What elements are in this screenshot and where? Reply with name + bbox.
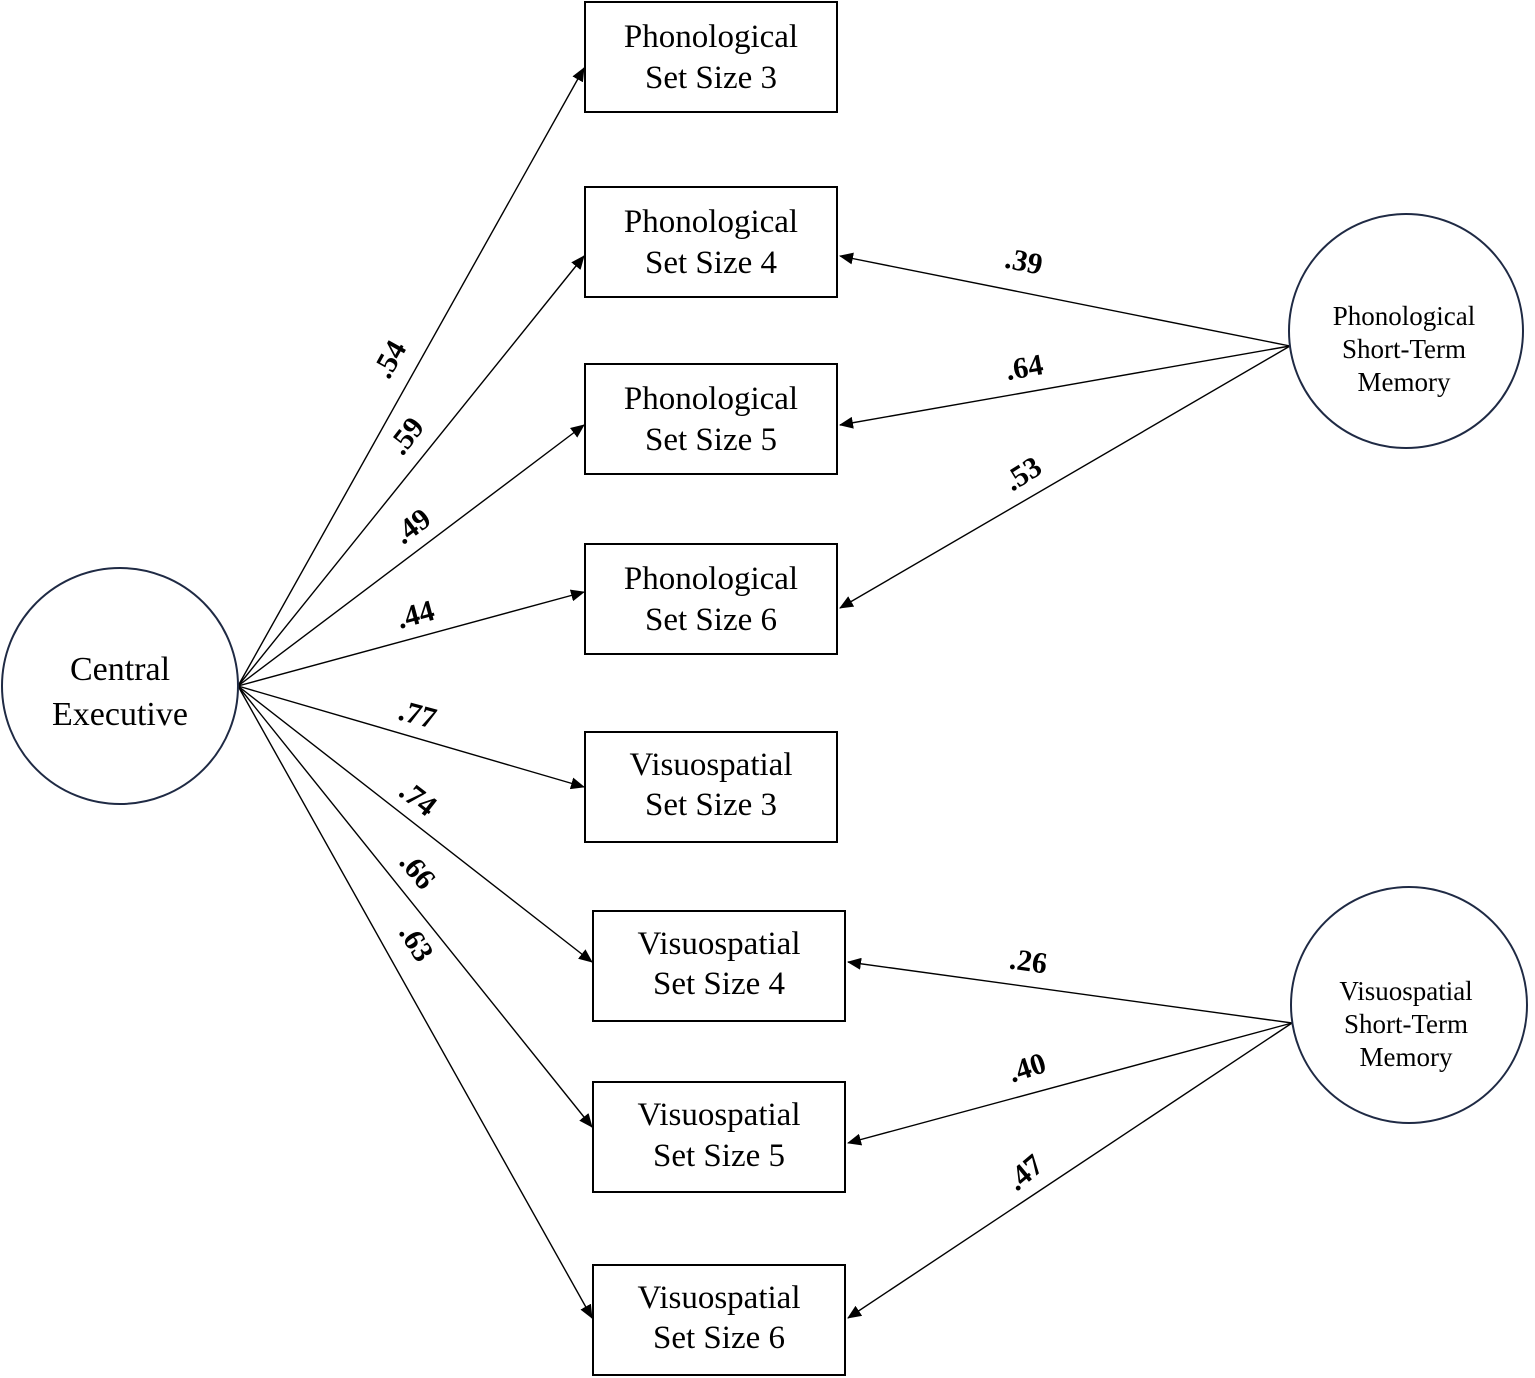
path-ce-phon5 xyxy=(237,424,585,687)
indicator-label-1: Visuospatial xyxy=(629,747,792,783)
indicator-label-2: Set Size 5 xyxy=(645,422,777,458)
loading-ce-phon5: .49 xyxy=(387,502,437,551)
visuospatial-stm-label-3: Memory xyxy=(1360,1042,1453,1072)
indicator-phonological-set-size-6: Phonological Set Size 6 xyxy=(584,543,838,655)
loading-ce-vis3: .77 xyxy=(395,694,440,736)
loading-pstm-phon4: .39 xyxy=(1002,242,1045,282)
phonological-stm-label-1: Phonological xyxy=(1333,301,1476,331)
latent-visuospatial-stm: Visuospatial Short-Term Memory xyxy=(1290,886,1528,1124)
latent-phonological-stm: Phonological Short-Term Memory xyxy=(1288,213,1524,449)
path-ce-vis5 xyxy=(237,685,593,1128)
loading-ce-vis4: .74 xyxy=(393,774,443,823)
path-ce-phon3 xyxy=(237,67,585,687)
central-executive-loadings: .54 .59 .49 .44 .77 .74 .66 .63 xyxy=(366,335,443,968)
path-vstm-vis4 xyxy=(847,957,1293,1024)
indicator-visuospatial-set-size-6: Visuospatial Set Size 6 xyxy=(592,1264,846,1376)
loading-vstm-vis5: .40 xyxy=(1004,1046,1050,1089)
indicator-visuospatial-set-size-3: Visuospatial Set Size 3 xyxy=(584,731,838,843)
indicator-phonological-set-size-4: Phonological Set Size 4 xyxy=(584,186,838,298)
indicator-label-1: Visuospatial xyxy=(637,926,800,962)
path-vstm-vis6 xyxy=(847,1022,1293,1319)
indicator-label-2: Set Size 4 xyxy=(645,245,777,281)
latent-central-executive: Central Executive xyxy=(1,567,239,805)
path-ce-vis4 xyxy=(237,685,593,963)
indicator-phonological-set-size-3: Phonological Set Size 3 xyxy=(584,1,838,113)
path-ce-phon4 xyxy=(237,255,585,687)
loading-ce-vis6: .63 xyxy=(392,918,440,967)
visuospatial-stm-paths xyxy=(847,957,1293,1319)
loading-ce-phon4: .59 xyxy=(382,411,431,461)
phonological-stm-label-3: Memory xyxy=(1358,367,1451,397)
central-executive-paths xyxy=(237,67,593,1319)
indicator-label-2: Set Size 6 xyxy=(645,602,777,638)
indicator-label-2: Set Size 3 xyxy=(645,60,777,96)
indicator-label-1: Visuospatial xyxy=(637,1280,800,1316)
loading-pstm-phon5: .64 xyxy=(1003,348,1046,387)
indicator-label-1: Visuospatial xyxy=(637,1097,800,1133)
indicator-visuospatial-set-size-5: Visuospatial Set Size 5 xyxy=(592,1081,846,1193)
loading-ce-phon6: .44 xyxy=(393,594,438,636)
central-executive-label-2: Executive xyxy=(52,696,188,733)
indicator-label-1: Phonological xyxy=(624,204,798,240)
indicator-label-1: Phonological xyxy=(624,19,798,55)
path-vstm-vis5 xyxy=(847,1022,1293,1146)
path-pstm-phon5 xyxy=(839,345,1291,429)
indicator-label-2: Set Size 4 xyxy=(653,966,785,1002)
indicator-label-2: Set Size 5 xyxy=(653,1138,785,1174)
visuospatial-stm-label-1: Visuospatial xyxy=(1339,976,1472,1006)
path-ce-vis6 xyxy=(237,685,593,1319)
indicator-phonological-set-size-5: Phonological Set Size 5 xyxy=(584,363,838,475)
indicator-label-2: Set Size 3 xyxy=(645,787,777,823)
indicator-label-1: Phonological xyxy=(624,381,798,417)
path-ce-phon6 xyxy=(237,589,585,687)
central-executive-label-1: Central xyxy=(70,651,170,688)
visuospatial-stm-label-2: Short-Term xyxy=(1344,1009,1468,1039)
path-ce-vis3 xyxy=(237,685,585,790)
path-pstm-phon4 xyxy=(839,252,1291,347)
phonological-stm-label-2: Short-Term xyxy=(1342,334,1466,364)
path-pstm-phon6 xyxy=(839,345,1291,609)
phonological-stm-paths xyxy=(839,252,1291,609)
phonological-stm-loadings: .39 .64 .53 xyxy=(998,242,1047,498)
indicator-label-1: Phonological xyxy=(624,561,798,597)
loading-vstm-vis4: .26 xyxy=(1007,943,1049,981)
visuospatial-stm-loadings: .26 .40 .47 xyxy=(1000,943,1050,1198)
indicator-visuospatial-set-size-4: Visuospatial Set Size 4 xyxy=(592,910,846,1022)
indicator-label-2: Set Size 6 xyxy=(653,1320,785,1356)
loading-ce-phon3: .54 xyxy=(366,335,413,384)
loading-vstm-vis6: .47 xyxy=(1000,1148,1050,1197)
